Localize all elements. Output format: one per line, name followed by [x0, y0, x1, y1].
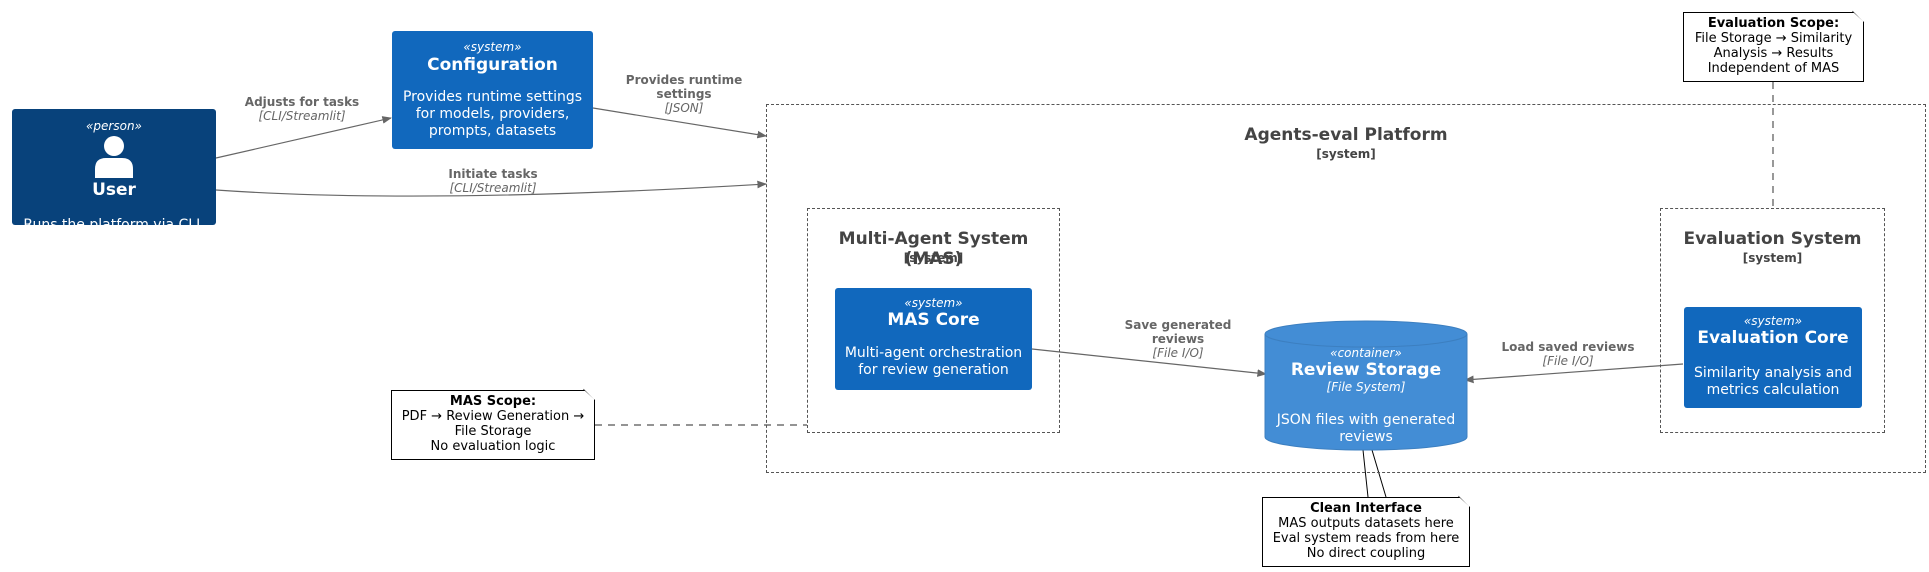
- initiate-label: Initiate tasks [CLI/Streamlit]: [413, 167, 573, 195]
- clean-interface-line-1: MAS outputs datasets here: [1278, 516, 1454, 531]
- save-label: Save generated reviews [File I/O]: [1108, 318, 1248, 360]
- configuration-stereotype: «system»: [463, 40, 522, 54]
- load-label-text: Load saved reviews: [1501, 340, 1635, 354]
- review-storage-node[interactable]: «container» Review Storage [File System]…: [1265, 346, 1467, 446]
- evaluation-core-stereotype: «system»: [1743, 314, 1803, 328]
- adjusts-label: Adjusts for tasks [CLI/Streamlit]: [222, 95, 382, 123]
- person-icon: [95, 136, 133, 178]
- save-label-line-2: reviews: [1151, 332, 1205, 346]
- platform-subtitle: [system]: [1316, 147, 1376, 161]
- evaluation-scope-note: Evaluation Scope: File Storage → Similar…: [1683, 12, 1864, 82]
- adjusts-arrow: [215, 116, 392, 159]
- save-label-line-1: Save generated: [1124, 318, 1232, 332]
- evaluation-core-description-line-2: metrics calculation: [1706, 382, 1840, 398]
- adjusts-label-tech: [CLI/Streamlit]: [258, 109, 346, 123]
- evaluation-title: Evaluation System: [1683, 229, 1862, 249]
- configuration-description-line-1: Provides runtime settings: [402, 89, 583, 105]
- storage-technology: [File System]: [1326, 380, 1406, 394]
- mas-core-name: MAS Core: [887, 310, 980, 330]
- evaluation-subtitle: [system]: [1742, 251, 1803, 265]
- provides-label-line-1: Provides runtime: [625, 73, 743, 87]
- evaluation-core-name: Evaluation Core: [1697, 328, 1849, 348]
- configuration-node[interactable]: «system» Configuration Provides runtime …: [392, 31, 593, 149]
- evaluation-core-node[interactable]: «system» Evaluation Core Similarity anal…: [1684, 307, 1862, 408]
- user-description-line-1: Runs the platform via CLI,: [23, 217, 205, 233]
- storage-stereotype: «container»: [1330, 346, 1402, 360]
- configuration-description-line-2: for models, providers,: [415, 106, 570, 122]
- evaluation-scope-line-1: File Storage → Similarity: [1694, 31, 1853, 46]
- save-arrow: [1031, 348, 1267, 377]
- platform-title: Agents-eval Platform: [1244, 125, 1448, 145]
- configuration-name: Configuration: [427, 55, 558, 75]
- mas-scope-line-2: File Storage: [454, 424, 532, 439]
- load-label-tech: [File I/O]: [1542, 354, 1594, 368]
- mas-scope-title: MAS Scope:: [449, 394, 537, 409]
- provides-label-line-2: settings: [656, 87, 712, 101]
- mas-scope-note: MAS Scope: PDF → Review Generation → Fil…: [391, 390, 595, 460]
- user-node[interactable]: «person» User Runs the platform via CLI,…: [12, 109, 216, 250]
- clean-interface-line-3: No direct coupling: [1306, 546, 1426, 561]
- save-label-tech: [File I/O]: [1152, 346, 1204, 360]
- user-description-line-2: Streamlit, or CI workflows: [24, 234, 204, 250]
- evaluation-core-description-line-1: Similarity analysis and: [1693, 365, 1853, 381]
- storage-description-line-1: JSON files with generated: [1276, 412, 1456, 428]
- load-label: Load saved reviews [File I/O]: [1488, 340, 1648, 368]
- mas-scope-line-3: No evaluation logic: [430, 439, 556, 454]
- adjusts-label-text: Adjusts for tasks: [244, 95, 360, 109]
- mas-core-node[interactable]: «system» MAS Core Multi-agent orchestrat…: [835, 288, 1032, 390]
- evaluation-scope-line-2: Analysis → Results: [1713, 46, 1834, 61]
- evaluation-scope-title: Evaluation Scope:: [1707, 16, 1840, 31]
- storage-description-line-2: reviews: [1339, 429, 1393, 445]
- clean-interface-tail: [1362, 449, 1387, 498]
- platform-boundary: Agents-eval Platform [system]: [766, 104, 1926, 473]
- user-stereotype: «person»: [86, 119, 142, 133]
- load-arrow: [1464, 363, 1684, 384]
- storage-name: Review Storage: [1290, 360, 1442, 380]
- mas-subtitle: [system]: [903, 251, 964, 265]
- provides-label-tech: [JSON]: [664, 101, 704, 115]
- clean-interface-line-2: Eval system reads from here: [1272, 531, 1460, 546]
- mas-boundary: Multi-Agent System (MAS) [system]: [807, 208, 1060, 433]
- user-name: User: [92, 180, 136, 200]
- initiate-label-tech: [CLI/Streamlit]: [449, 181, 537, 195]
- evaluation-scope-line-3: Independent of MAS: [1707, 61, 1840, 76]
- clean-interface-title: Clean Interface: [1310, 501, 1422, 516]
- evaluation-boundary: Evaluation System [system]: [1660, 208, 1885, 433]
- mas-title: Multi-Agent System (MAS): [838, 229, 1029, 269]
- configuration-description-line-3: prompts, datasets: [428, 123, 557, 139]
- mas-core-description-line-2: for review generation: [858, 362, 1009, 378]
- mas-scope-line-1: PDF → Review Generation →: [401, 409, 585, 424]
- initiate-label-text: Initiate tasks: [448, 167, 538, 181]
- mas-core-stereotype: «system»: [904, 296, 963, 310]
- provides-arrow: [592, 107, 767, 139]
- initiate-arrow: [215, 180, 767, 197]
- clean-interface-note: Clean Interface MAS outputs datasets her…: [1262, 497, 1470, 567]
- storage-cylinder: [1264, 320, 1468, 451]
- provides-label: Provides runtime settings [JSON]: [614, 73, 754, 115]
- mas-core-description-line-1: Multi-agent orchestration: [844, 345, 1023, 361]
